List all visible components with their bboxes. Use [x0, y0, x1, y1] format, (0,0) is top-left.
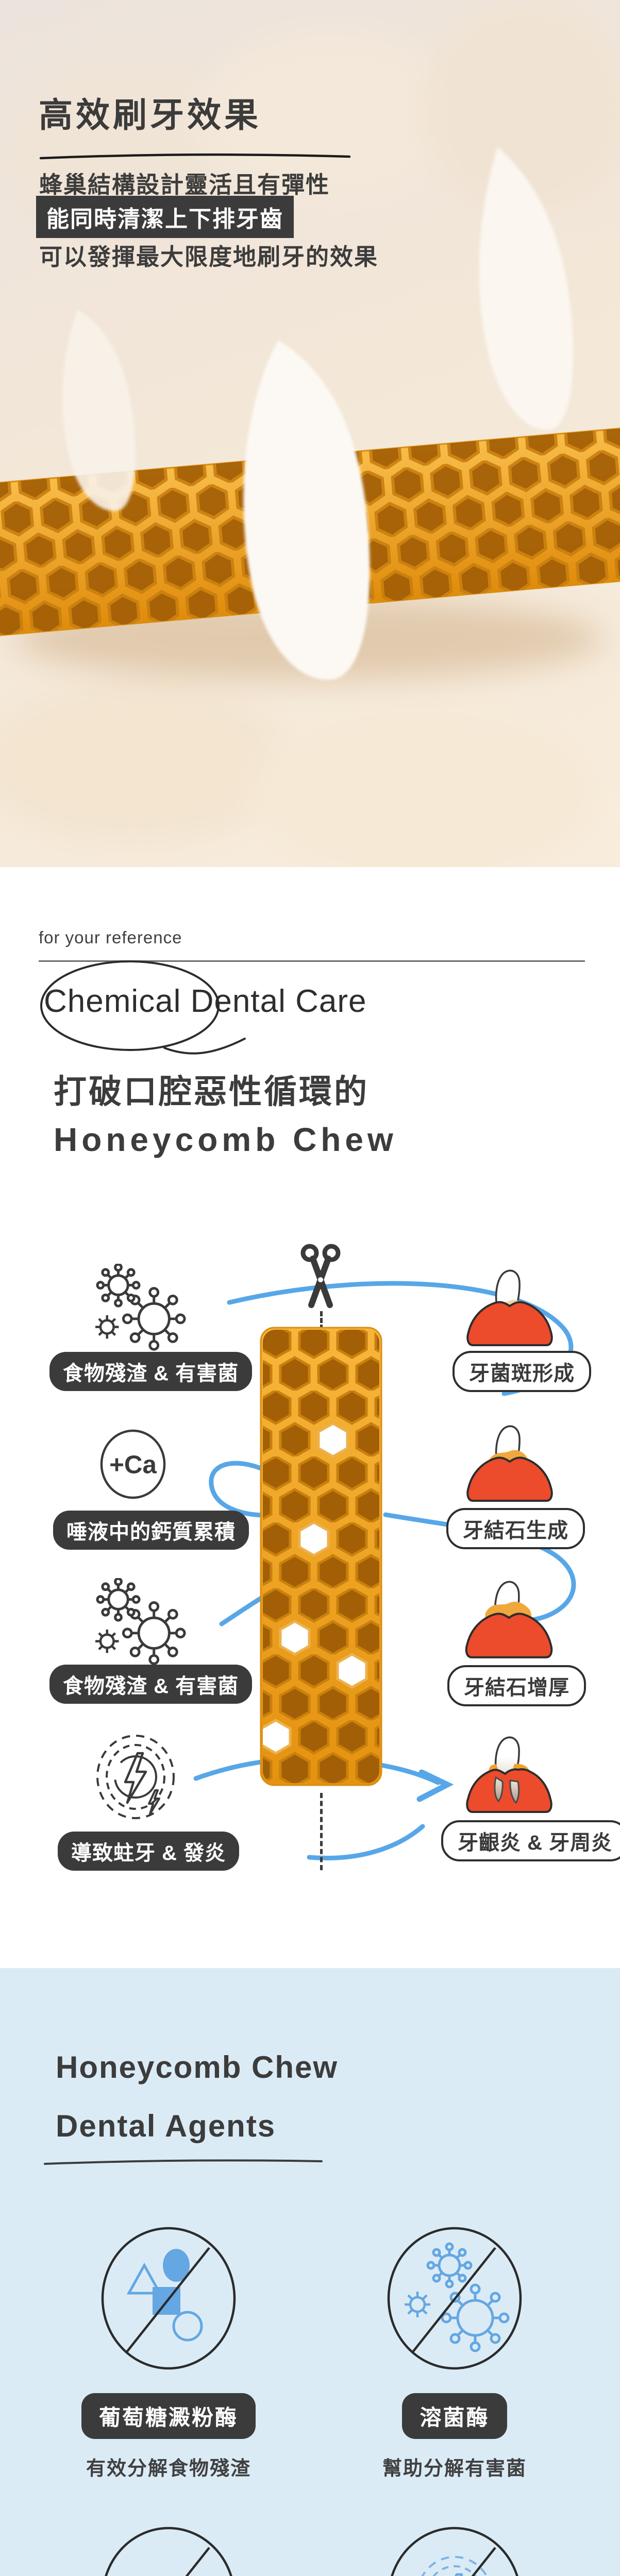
- agents-heading-line2: Dental Agents: [56, 2109, 276, 2143]
- hero-subtitle-line3: 可以發揮最大限度地刷牙的效果: [39, 244, 379, 270]
- divider-line: [39, 960, 585, 962]
- calcium-icon-text: +Ca: [109, 1451, 157, 1479]
- dental-agents-section: Honeycomb Chew Dental Agents 葡萄糖澱粉酶 有效分解…: [0, 1968, 620, 2576]
- cycle-left-label-1: 食物殘渣 & 有害菌: [49, 1352, 253, 1391]
- hero-photo-illustration: [0, 5, 620, 867]
- cycle-right-label-4: 牙齦炎 & 牙周炎: [441, 1820, 620, 1861]
- calcium-prohibited-icon: +Ca: [105, 2527, 232, 2576]
- cycle-heading-line1: 打破口腔惡性循環的: [54, 1073, 369, 1110]
- agent-desc-line: 幫助分解有害菌: [382, 2458, 527, 2480]
- hero-section: 高效刷牙效果 蜂巢結構設計靈活且有彈性 能同時清潔上下排牙齒 可以發揮最大限度地…: [0, 0, 620, 867]
- soothing-prohibited-icon: [391, 2527, 518, 2576]
- hero-subtitle-line1: 蜂巢結構設計靈活且有彈性: [39, 172, 330, 198]
- brand-rest: Dental Care: [181, 984, 367, 1019]
- model-teeth: [62, 147, 574, 680]
- pain-icon: [96, 1735, 175, 1819]
- tooth-stage4-icon: [466, 1736, 552, 1813]
- agent-name: 溶菌酶: [402, 2393, 507, 2439]
- agent-name: 葡萄糖澱粉酶: [81, 2393, 256, 2439]
- hero-title: 高效刷牙效果: [39, 96, 261, 134]
- agents-heading-underline: [44, 2159, 323, 2165]
- tooth-stage1-icon: [466, 1269, 553, 1346]
- tooth-stage2-icon: [466, 1425, 553, 1502]
- cycle-left-label-3: 食物殘渣 & 有害菌: [49, 1665, 253, 1704]
- cycle-heading-line2: Honeycomb Chew: [54, 1121, 397, 1158]
- calcium-icon: +Ca: [100, 1429, 166, 1499]
- cycle-left-label-4: 導致蛀牙 & 發炎: [58, 1832, 240, 1871]
- agents-heading-line1: Honeycomb Chew: [56, 2050, 339, 2084]
- cycle-left-label-2: 唾液中的鈣質累積: [53, 1511, 249, 1550]
- brand-circled-word: Chemical: [44, 984, 181, 1019]
- germs-icon: [95, 1264, 186, 1351]
- cycle-right-label-3: 牙結石增厚: [447, 1665, 586, 1706]
- honeycomb-chew-column: [260, 1327, 382, 1786]
- hero-title-underline: [39, 153, 351, 160]
- germs-icon: [95, 1578, 186, 1665]
- bacteria-prohibited-icon: [387, 2227, 522, 2370]
- arrowhead: [416, 1769, 454, 1802]
- cut-dashed-line-bottom: [320, 1793, 323, 1870]
- through-holes: [263, 1422, 368, 1755]
- agent-card-hexametaphosphate: +Ca 六偏磷酸鈉 抑制牙結石生成 去除口腔異味: [29, 2524, 308, 2576]
- cycle-right-label-1: 牙菌斑形成: [453, 1351, 591, 1392]
- tooth-stage3-icon: [465, 1581, 553, 1658]
- cycle-right-label-2: 牙結石生成: [446, 1508, 585, 1549]
- agent-desc: 幫助分解有害菌: [382, 2456, 527, 2482]
- agent-card-glucoamylase: 葡萄糖澱粉酶 有效分解食物殘渣: [29, 2225, 308, 2482]
- kicker-text: for your reference: [39, 928, 182, 947]
- agent-desc-line: 有效分解食物殘渣: [86, 2458, 251, 2480]
- agent-card-lysozyme: 溶菌酶 幫助分解有害菌: [315, 2225, 594, 2482]
- brand-lockup: Chemical Dental Care: [44, 983, 366, 1020]
- agent-desc: 有效分解食物殘渣: [86, 2456, 251, 2482]
- scissors-icon: [300, 1244, 341, 1308]
- hero-highlight-pill: 能同時清潔上下排牙齒: [36, 196, 294, 238]
- cut-dashed-line-top: [320, 1311, 323, 1330]
- food-particles-prohibited-icon: [101, 2227, 236, 2370]
- reference-section: for your reference Chemical Dental Care …: [0, 867, 620, 1968]
- hand-drawn-circle: [40, 960, 246, 1055]
- agent-card-manuka-honey: 麥盧卡蜂蜜 具有緩解炎症與 提升免疫力的功效: [315, 2524, 594, 2576]
